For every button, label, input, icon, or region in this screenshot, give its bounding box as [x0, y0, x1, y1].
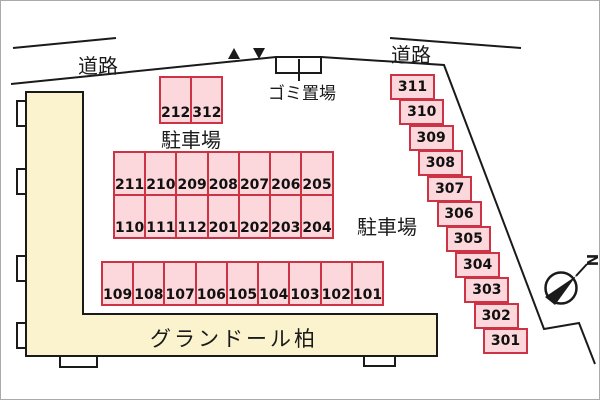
- parking-space: 312: [190, 76, 224, 124]
- parking-space: 306: [436, 201, 482, 227]
- road-label-left: 道路: [78, 54, 118, 78]
- parking-space: 108: [132, 261, 166, 306]
- parking-space: 303: [464, 277, 510, 304]
- parking-space: 209: [175, 151, 209, 196]
- parking-space: 110: [113, 194, 147, 239]
- parking-space: 204: [300, 194, 334, 239]
- parking-space: 307: [427, 175, 473, 202]
- parking-space: 105: [225, 261, 260, 306]
- parking-space: 102: [319, 261, 353, 306]
- parking-space: 205: [300, 151, 334, 196]
- parking-space: 111: [144, 194, 178, 239]
- parking-space: 112: [175, 194, 209, 239]
- parking-space: 311: [390, 74, 435, 100]
- parking-lot-label-top: 駐車場: [161, 128, 221, 152]
- parking-space: 305: [445, 226, 491, 253]
- parking-space: 308: [417, 150, 463, 177]
- parking-space: 201: [206, 194, 240, 239]
- parking-space: 309: [408, 124, 454, 151]
- parking-space: 304: [455, 251, 501, 278]
- building-name-label: グランドール柏: [150, 327, 318, 351]
- parking-lot-label-right: 駐車場: [357, 215, 417, 239]
- road-label-right: 道路: [391, 43, 431, 67]
- parking-space: 206: [269, 151, 303, 196]
- garbage-area-label: ゴミ置場: [268, 84, 336, 104]
- parking-space: 301: [483, 328, 528, 354]
- parking-space: 212: [159, 76, 193, 124]
- parking-space: 101: [350, 261, 385, 306]
- parking-space: 203: [269, 194, 303, 239]
- parking-space: 302: [473, 302, 519, 329]
- parking-space: 310: [399, 99, 445, 126]
